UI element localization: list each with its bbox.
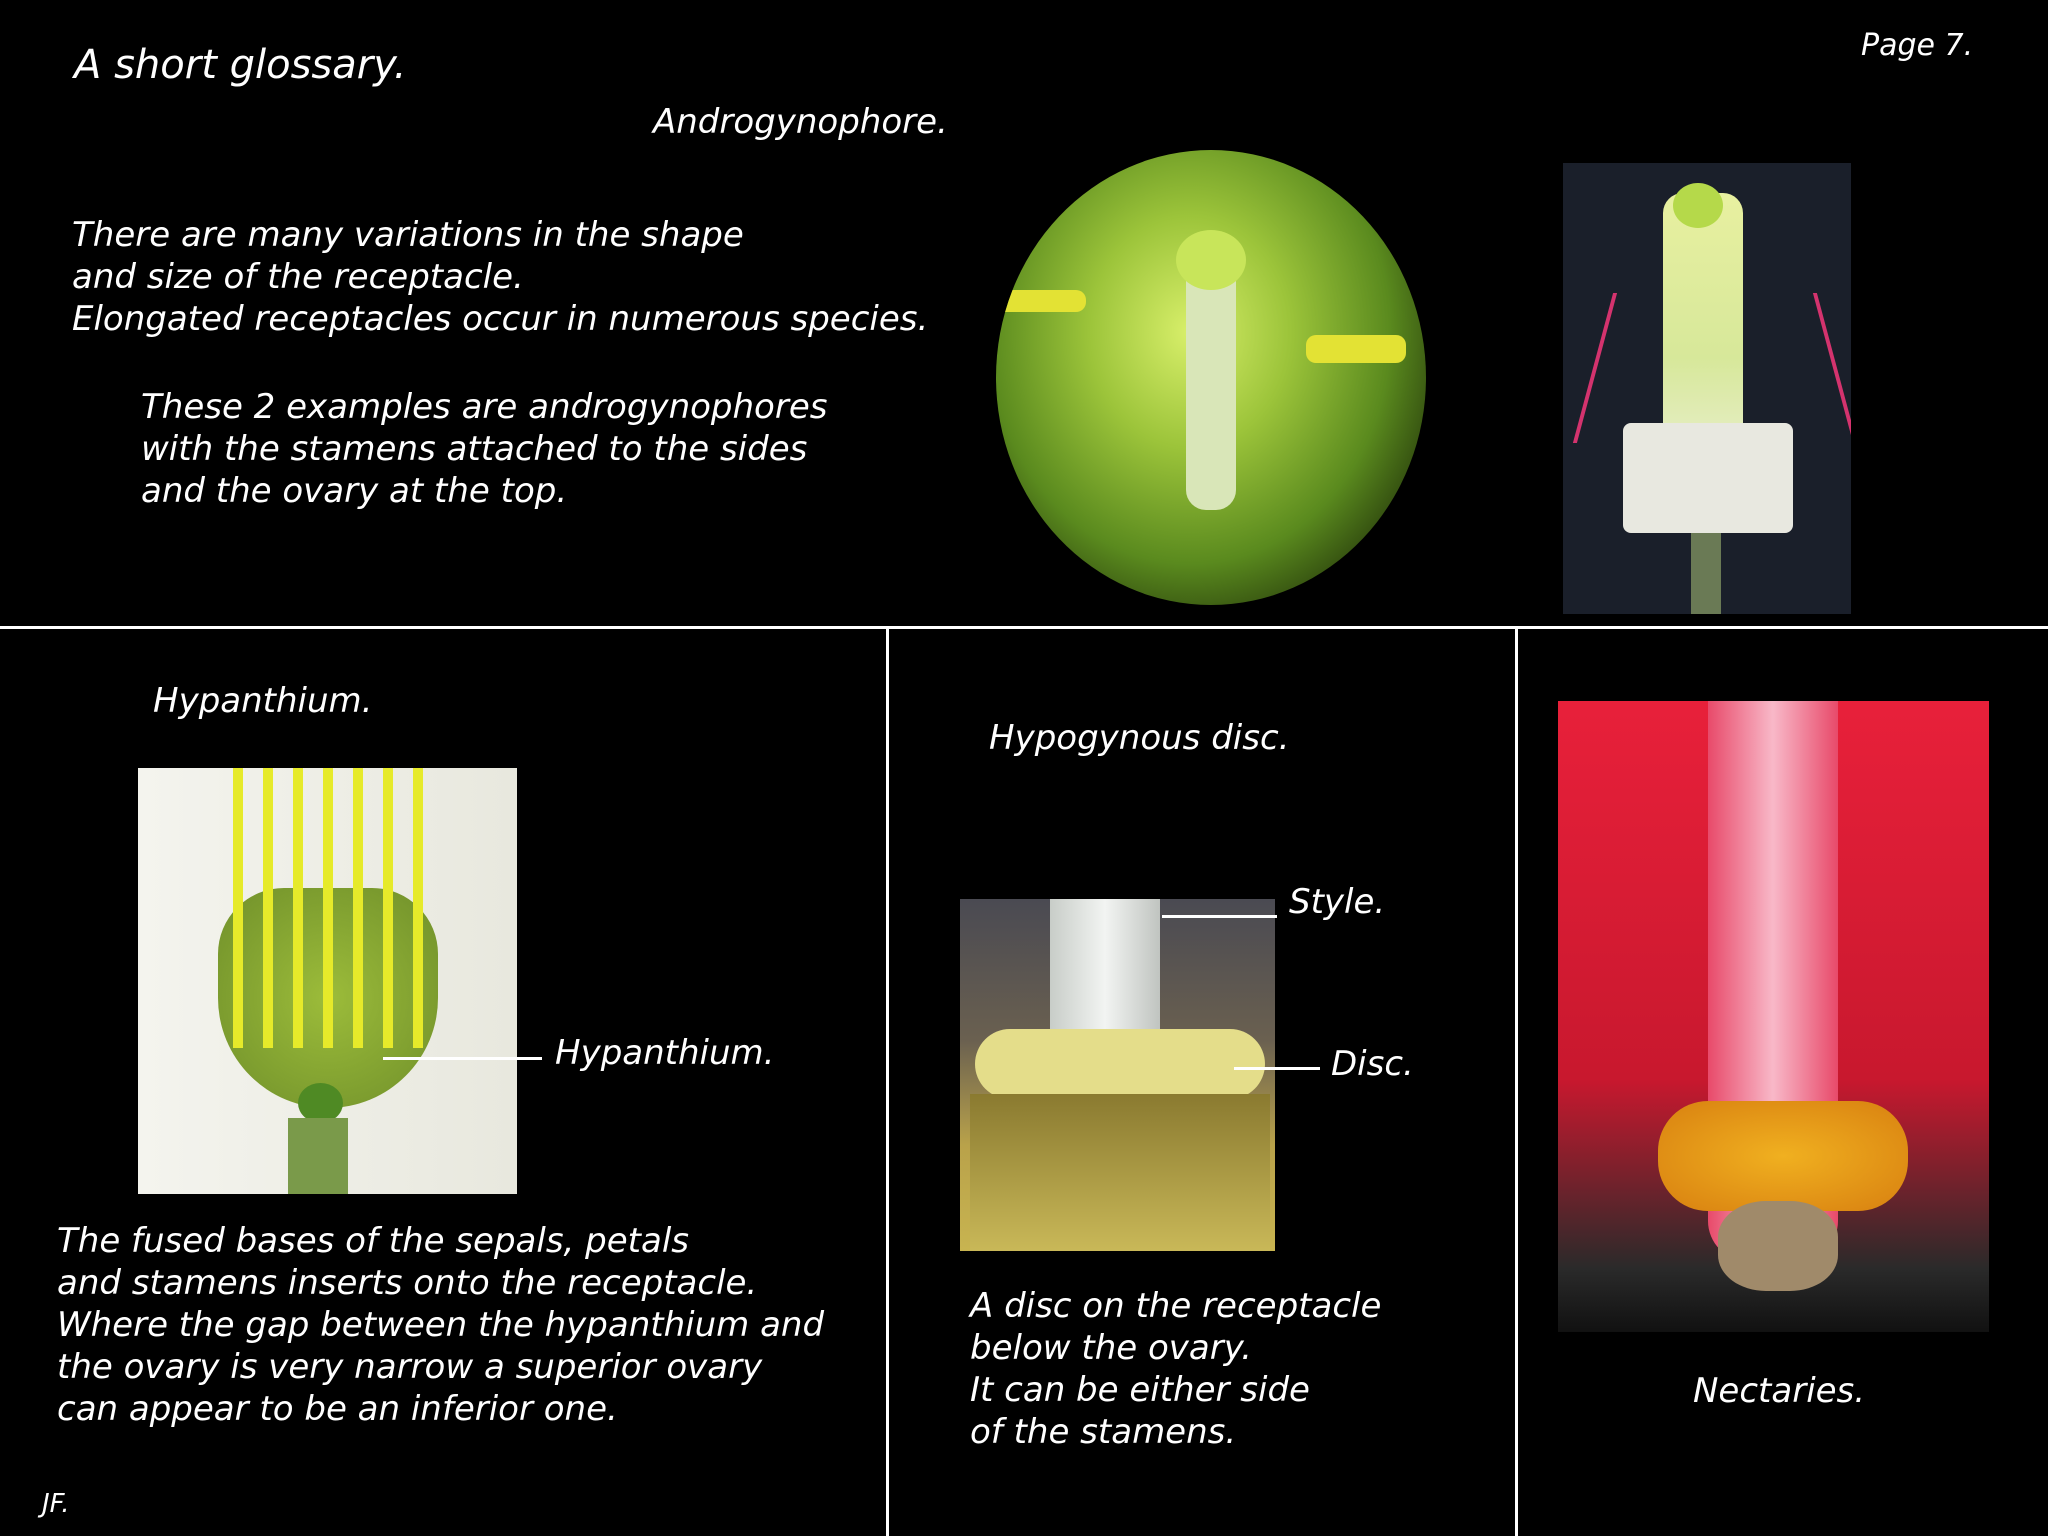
androgynophore-detail: These 2 examples are androgynophores wit… — [141, 386, 827, 512]
vertical-divider-left — [886, 627, 889, 1536]
disc-label: Disc. — [1331, 1044, 1414, 1084]
androgynophore-photo-circle — [996, 150, 1426, 605]
hypanthium-photo — [138, 768, 517, 1194]
hypanthium-pointer-line — [383, 1057, 542, 1060]
text-line: Elongated receptacles occur in numerous … — [72, 299, 929, 339]
style-pointer-line — [1162, 915, 1277, 918]
style-label: Style. — [1289, 882, 1386, 922]
vertical-divider-right — [1515, 627, 1518, 1536]
text-line: of the stamens. — [970, 1412, 1237, 1452]
text-line: There are many variations in the shape — [72, 215, 744, 255]
text-line: These 2 examples are androgynophores — [141, 387, 828, 427]
disc-text: A disc on the receptacle below the ovary… — [970, 1285, 1381, 1453]
author-initials: JF. — [42, 1489, 70, 1519]
horizontal-divider — [0, 626, 2048, 629]
androgynophore-intro: There are many variations in the shape a… — [72, 214, 928, 340]
text-line: It can be either side — [970, 1370, 1310, 1410]
hypanthium-heading: Hypanthium. — [153, 681, 373, 721]
hypanthium-text: The fused bases of the sepals, petals an… — [57, 1220, 824, 1430]
text-line: and the ovary at the top. — [141, 471, 568, 511]
disc-pointer-line — [1234, 1067, 1320, 1070]
page-title: A short glossary. — [74, 42, 407, 88]
text-line: and stamens inserts onto the receptacle. — [57, 1263, 758, 1303]
text-line: and size of the receptacle. — [72, 257, 524, 297]
text-line: Where the gap between the hypanthium and — [57, 1305, 825, 1345]
text-line: the ovary is very narrow a superior ovar… — [57, 1347, 763, 1387]
androgynophore-photo-section — [1563, 163, 1851, 614]
text-line: The fused bases of the sepals, petals — [57, 1221, 689, 1261]
androgynophore-heading: Androgynophore. — [653, 102, 948, 142]
hypanthium-label: Hypanthium. — [555, 1033, 775, 1073]
text-line: below the ovary. — [970, 1328, 1252, 1368]
nectaries-caption: Nectaries. — [1693, 1371, 1866, 1411]
page-number: Page 7. — [1861, 28, 1974, 63]
text-line: A disc on the receptacle — [970, 1286, 1382, 1326]
nectaries-photo — [1558, 701, 1989, 1332]
text-line: can appear to be an inferior one. — [57, 1389, 618, 1429]
disc-heading: Hypogynous disc. — [989, 718, 1290, 758]
text-line: with the stamens attached to the sides — [141, 429, 808, 469]
disc-photo — [960, 899, 1275, 1251]
